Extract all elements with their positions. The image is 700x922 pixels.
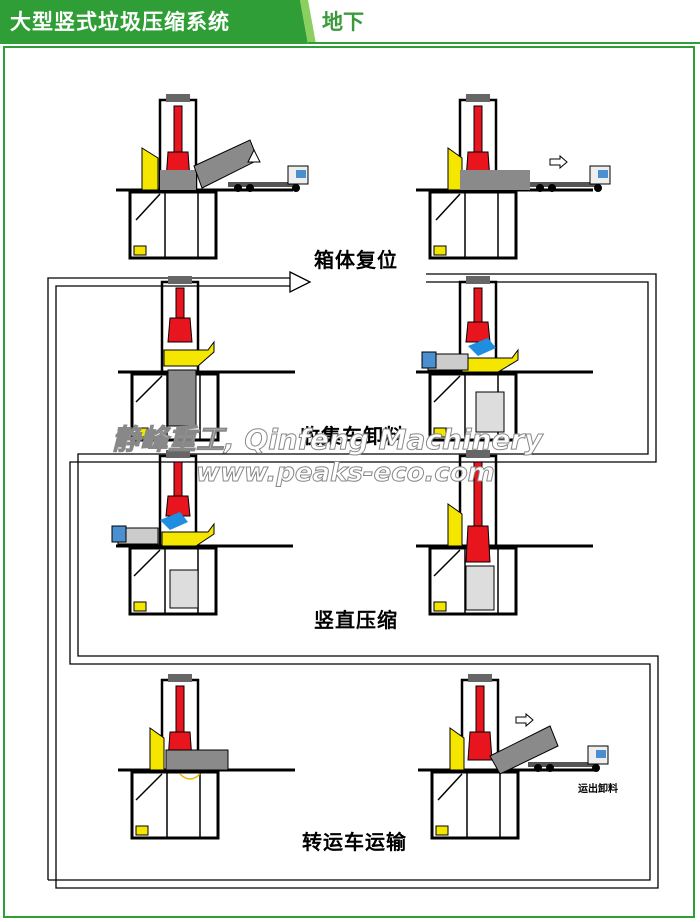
station-reset-left bbox=[114, 92, 309, 260]
diagram-frame bbox=[3, 46, 695, 918]
step-label-transport: 转运车运输 bbox=[302, 830, 407, 854]
header-banner bbox=[0, 0, 700, 44]
station-compress-left bbox=[111, 448, 295, 616]
page-title: 大型竖式垃圾压缩系统 bbox=[10, 10, 230, 34]
page-subtitle: 地下 bbox=[322, 10, 364, 34]
step-label-unload-out: 运出卸料 bbox=[578, 784, 618, 795]
station-transport-left bbox=[116, 672, 297, 840]
station-transport-right bbox=[416, 672, 609, 840]
station-compress-right bbox=[414, 448, 595, 616]
station-unload-left bbox=[116, 274, 297, 442]
station-reset-right bbox=[414, 92, 611, 260]
step-label-unload: 收集车卸料 bbox=[300, 424, 405, 448]
watermark-url: www.peaks-eco.com bbox=[196, 458, 496, 489]
watermark-brand: 静峰重工, Qinfeng Machinery bbox=[112, 423, 543, 457]
header: 大型竖式垃圾压缩系统 地下 bbox=[0, 0, 700, 44]
station-unload-right bbox=[414, 274, 595, 442]
step-label-reset: 箱体复位 bbox=[314, 248, 398, 272]
step-label-compress: 竖直压缩 bbox=[314, 608, 398, 632]
flow-path bbox=[47, 270, 659, 889]
